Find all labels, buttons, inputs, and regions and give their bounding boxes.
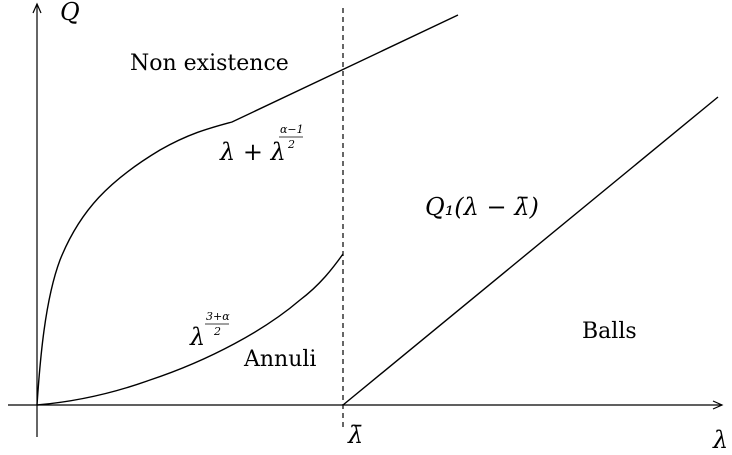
region-annuli: Annuli [243, 347, 316, 372]
region-balls: Balls [582, 319, 637, 344]
q1-line [342, 96, 719, 406]
lower-curve [36, 253, 344, 406]
upper-curve-label: λ + λ α−1 2 [219, 123, 304, 166]
axes [8, 2, 724, 437]
q1-line-label: Q₁(λ − λ̄) [425, 193, 539, 221]
lower-curve-label-exp-num: 3+α [206, 310, 230, 323]
region-non-existence: Non existence [130, 51, 289, 76]
lambda-bar-label: λ̄ [347, 421, 363, 449]
upper-curve [36, 14, 459, 406]
lower-curve-label-exp-den: 2 [213, 325, 221, 338]
lower-curve-label-base: λ [189, 323, 205, 351]
upper-curve-label-exp-num: α−1 [280, 123, 304, 136]
x-axis-label: λ [712, 426, 728, 454]
y-axis-arrowhead [32, 2, 42, 14]
upper-curve-label-base: λ + λ [219, 138, 286, 166]
x-axis-arrowhead [712, 400, 724, 410]
upper-curve-label-exp-den: 2 [287, 138, 295, 151]
y-axis-label: Q [60, 0, 80, 26]
lower-curve-label: λ 3+α 2 [189, 310, 230, 351]
